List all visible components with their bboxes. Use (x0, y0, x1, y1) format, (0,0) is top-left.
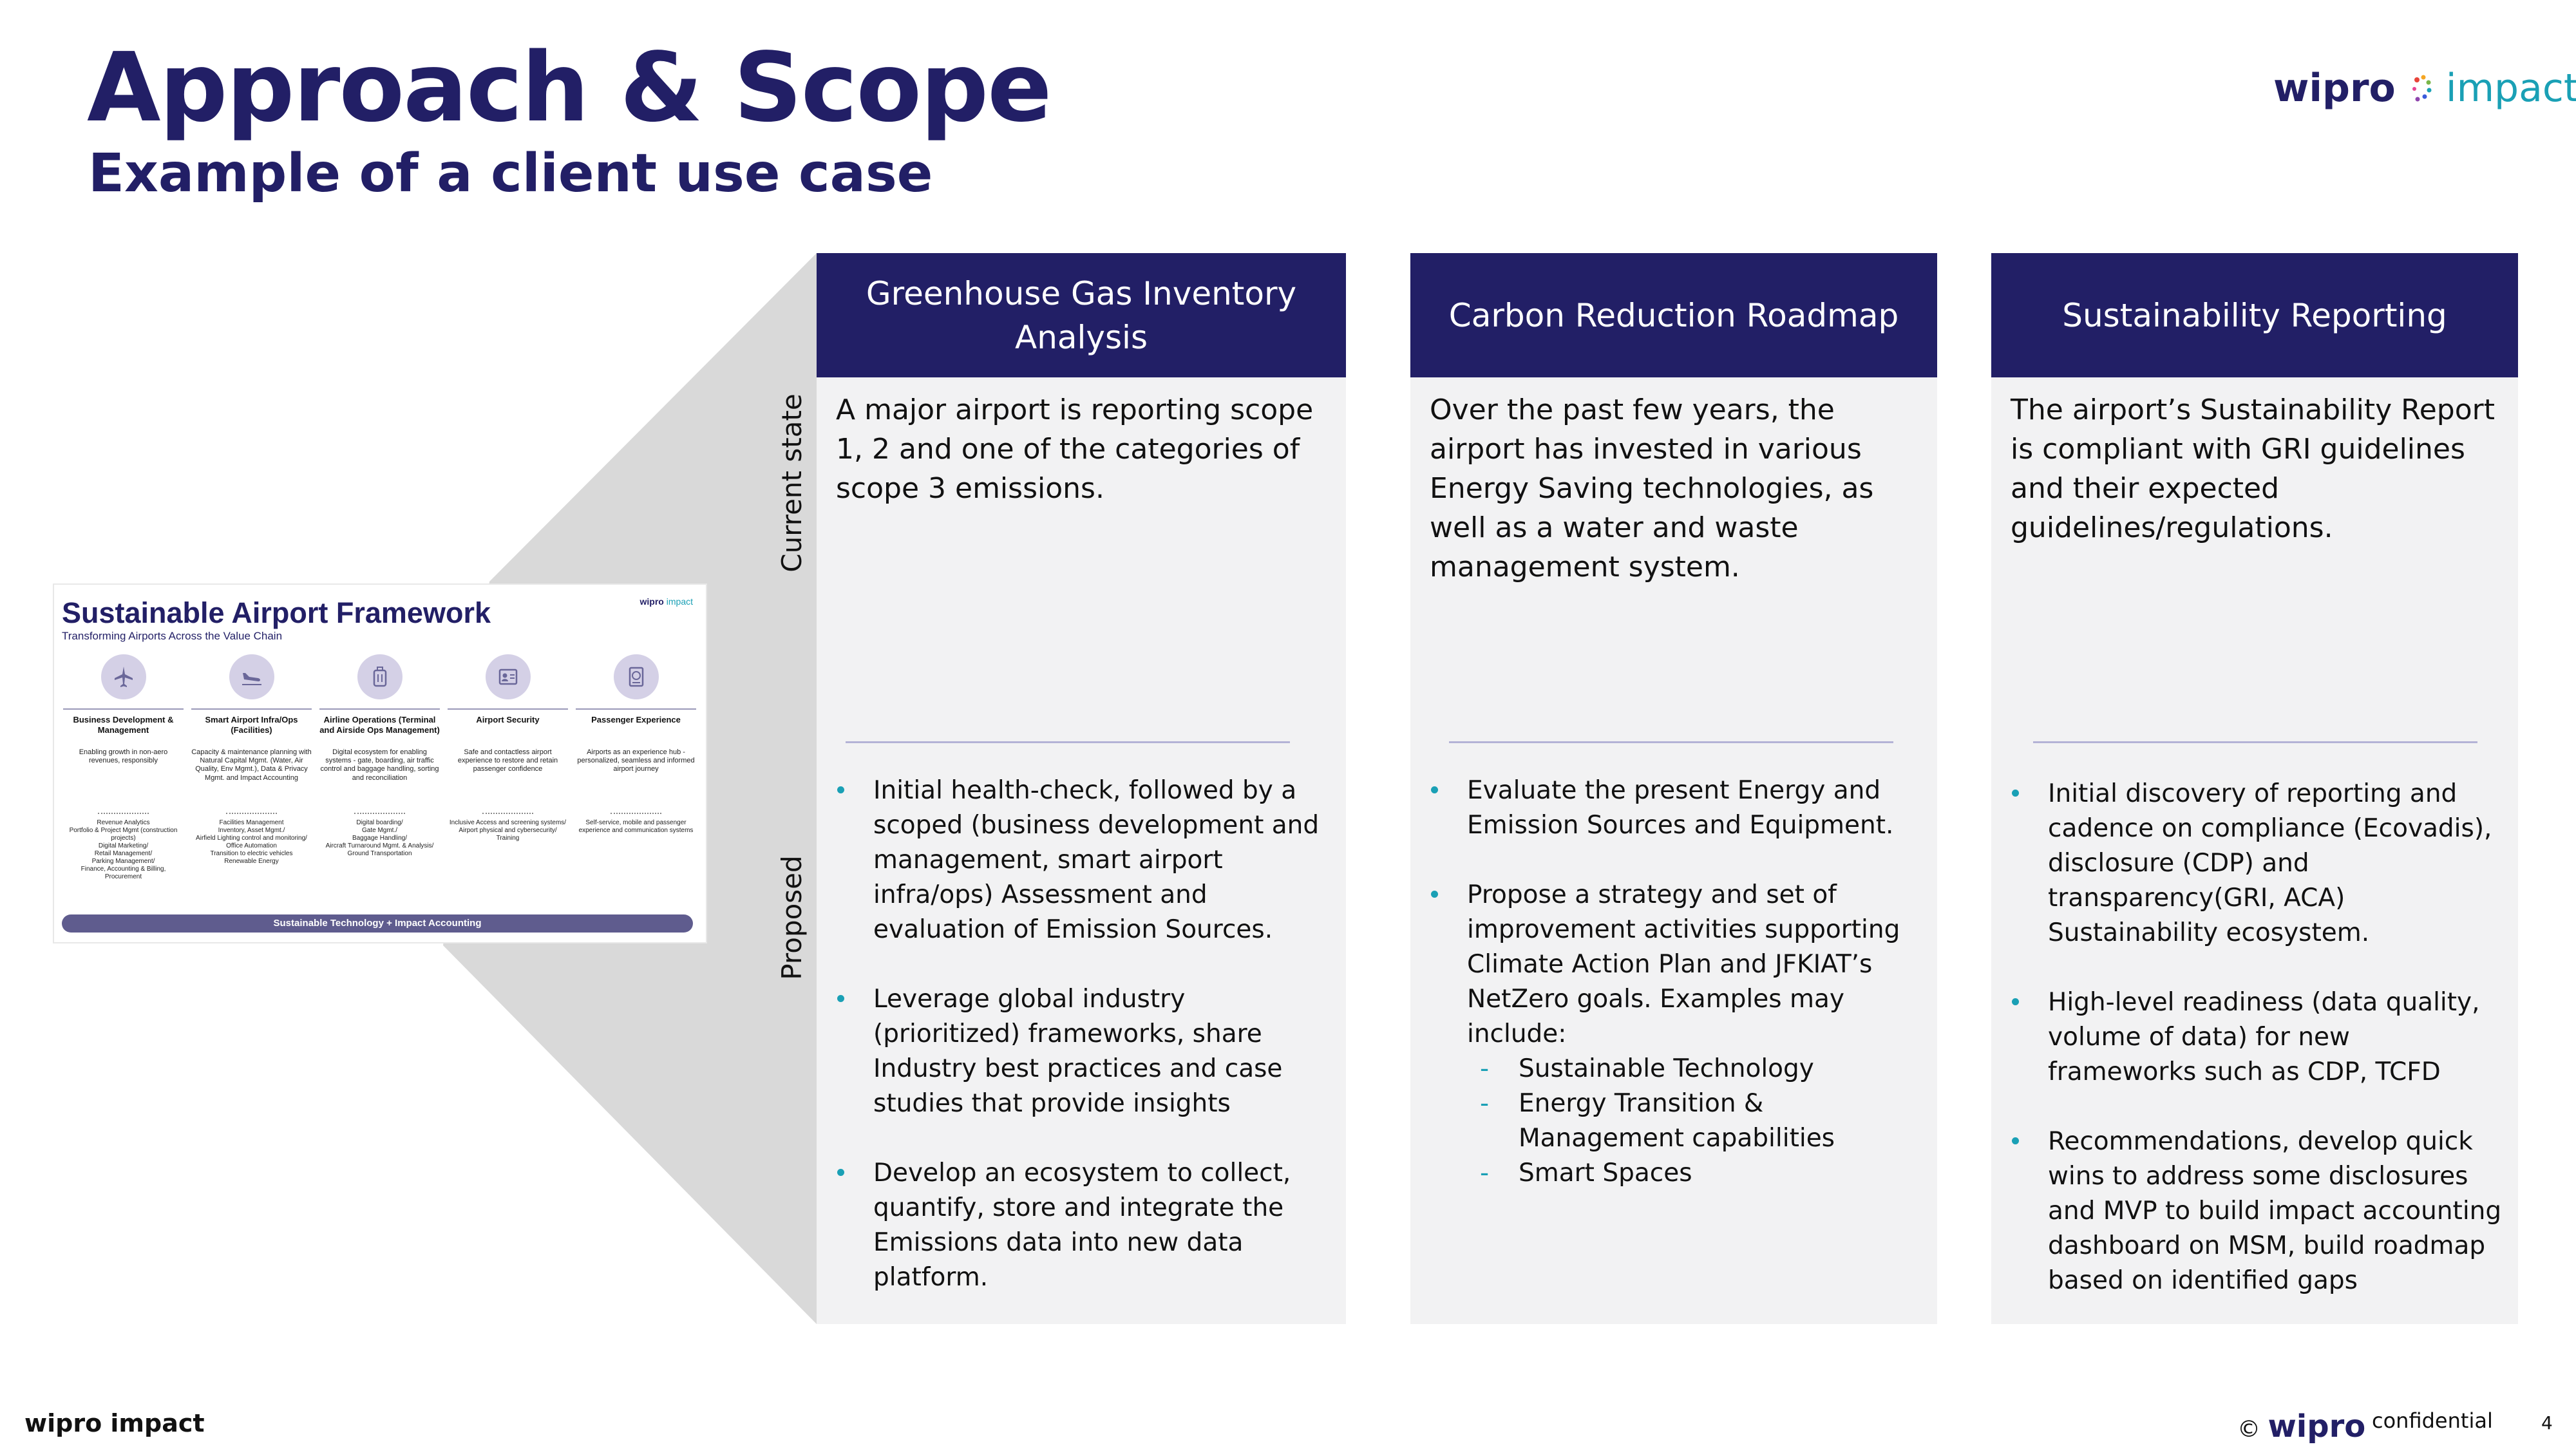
proposed-item: High-level readiness (data quality, volu… (2009, 985, 2504, 1090)
proposed-subitem: -Smart Spaces (1480, 1159, 1692, 1188)
proposed-subitem-text: Energy Transition & Management capabilit… (1519, 1089, 1835, 1153)
wipro-dots-icon (2412, 75, 2432, 102)
row-label-current-state: Current state (776, 393, 808, 573)
passport-icon (629, 667, 643, 687)
luggage-icon (373, 667, 386, 687)
row-label-proposed: Proposed (776, 855, 808, 980)
card-sustainability-reporting: Sustainability Reporting The airport’s S… (1991, 253, 2518, 1324)
thumbnail-column-heading: Passenger Experience (591, 715, 681, 724)
card-title: Greenhouse Gas Inventory Analysis (817, 253, 1346, 377)
card-ghg-inventory: Greenhouse Gas Inventory Analysis A majo… (817, 253, 1346, 1324)
proposed-list: Initial discovery of reporting and caden… (2009, 777, 2504, 1333)
proposed-item: Leverage global industry (prioritized) f… (835, 982, 1332, 1121)
proposed-subitem-text: Sustainable Technology (1519, 1054, 1814, 1083)
proposed-item: Initial discovery of reporting and caden… (2009, 777, 2504, 951)
proposed-list: Evaluate the present Energy and Emission… (1428, 773, 1923, 1191)
proposed-list: Initial health-check, followed by a scop… (835, 773, 1332, 1330)
proposed-item: Develop an ecosystem to collect, quantif… (835, 1156, 1332, 1295)
proposed-item: Propose a strategy and set of improvemen… (1428, 878, 1923, 1191)
thumbnail-column: Smart Airport Infra/Ops (Facilities) Cap… (187, 654, 316, 881)
card-body: The airport’s Sustainability Report is c… (1991, 377, 2518, 1324)
thumbnail-column-heading: Business Development & Management (73, 715, 174, 735)
section-divider (846, 741, 1290, 743)
thumbnail-column: Airline Operations (Terminal and Airside… (316, 654, 444, 881)
current-state-text: A major airport is reporting scope 1, 2 … (836, 393, 1314, 505)
footer-confidential: confidential (2372, 1408, 2493, 1433)
slide-title: Approach & Scope (87, 32, 1052, 143)
plane-landing-icon (242, 673, 261, 685)
card-body: A major airport is reporting scope 1, 2 … (817, 377, 1346, 1324)
copyright-brand: wipro (2268, 1408, 2366, 1444)
card-carbon-reduction: Carbon Reduction Roadmap Over the past f… (1410, 253, 1937, 1324)
id-badge-icon (498, 668, 517, 685)
thumbnail-subtitle: Transforming Airports Across the Value C… (62, 630, 283, 642)
section-divider (2033, 741, 2477, 743)
logo-suffix: impact (2445, 66, 2576, 111)
card-title: Sustainability Reporting (1991, 253, 2518, 377)
proposed-item: Recommendations, develop quick wins to a… (2009, 1124, 2504, 1298)
thumbnail-column-description: Digital ecosystem for enabling systems -… (320, 748, 439, 782)
slide-subtitle: Example of a client use case (88, 143, 933, 204)
thumbnail-column-items: Facilities Management Inventory, Asset M… (196, 819, 307, 865)
proposed-item-text: Propose a strategy and set of improvemen… (1467, 880, 1900, 1048)
logo-wordmark: wipro (2273, 66, 2396, 111)
thumbnail-column-items: Self-service, mobile and passenger exper… (578, 819, 694, 834)
thumbnail-column-items: Digital boarding/ Gate Mgmt./ Baggage Ha… (325, 819, 434, 857)
page-number: 4 (2541, 1412, 2553, 1434)
thumbnail-column: Passenger Experience Airports as an expe… (572, 654, 700, 881)
thumbnail-column: Airport Security Safe and contactless ai… (444, 654, 572, 881)
proposed-subitem: -Sustainable Technology (1480, 1054, 1814, 1083)
proposed-subitem-text: Smart Spaces (1519, 1159, 1692, 1188)
thumbnail-column-heading: Airport Security (476, 715, 540, 724)
thumbnail-column-items: Inclusive Access and screening systems/ … (449, 819, 567, 842)
thumbnail-logo: wipro impact (640, 596, 693, 607)
thumbnail-column-heading: Airline Operations (Terminal and Airside… (319, 715, 440, 735)
current-state-text: Over the past few years, the airport has… (1430, 393, 1874, 583)
wipro-impact-logo: wipro impact (2273, 66, 2576, 111)
proposed-subitem: -Energy Transition & Management capabili… (1480, 1089, 1835, 1153)
card-body: Over the past few years, the airport has… (1410, 377, 1937, 1324)
thumbnail-column-items: Revenue Analytics Portfolio & Project Mg… (69, 819, 178, 880)
section-divider (1449, 741, 1893, 743)
card-title: Carbon Reduction Roadmap (1410, 253, 1937, 377)
framework-thumbnail: Sustainable Airport Framework Transformi… (54, 585, 706, 942)
thumbnail-logo-wordmark: wipro (639, 596, 664, 607)
current-state-text: The airport’s Sustainability Report is c… (2011, 393, 2495, 544)
thumbnail-column-description: Airports as an experience hub - personal… (577, 748, 695, 773)
thumbnail-column: Business Development & Management Enabli… (59, 654, 187, 881)
proposed-item: Initial health-check, followed by a scop… (835, 773, 1332, 947)
proposed-item: Evaluate the present Energy and Emission… (1428, 773, 1923, 843)
thumbnail-footer-bar: Sustainable Technology + Impact Accounti… (62, 914, 693, 933)
thumbnail-logo-suffix: impact (666, 596, 693, 607)
thumbnail-title: Sustainable Airport Framework (62, 596, 491, 629)
airplane-icon (114, 667, 133, 687)
copyright-symbol: © (2237, 1416, 2260, 1443)
thumbnail-column-description: Capacity & maintenance planning with Nat… (191, 748, 312, 782)
footer-brand: wipro impact (24, 1409, 205, 1437)
thumbnail-column-heading: Smart Airport Infra/Ops (Facilities) (205, 715, 298, 735)
thumbnail-column-description: Enabling growth in non-aero revenues, re… (79, 748, 168, 765)
thumbnail-column-description: Safe and contactless airport experience … (457, 748, 558, 773)
footer-copyright: © wipro (2237, 1408, 2365, 1444)
